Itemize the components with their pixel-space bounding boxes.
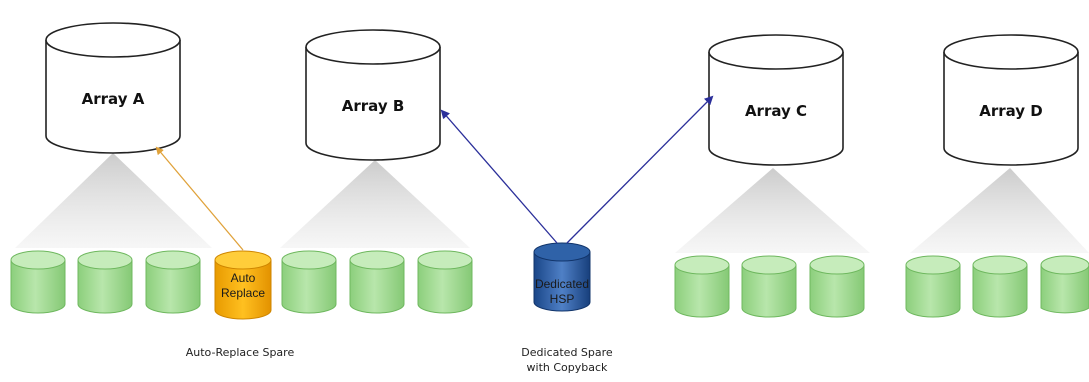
dedicated-hsp-label-line1: Dedicated [535, 277, 589, 291]
array-a-label: Array A [82, 90, 145, 108]
auto-replace-spare-disk: Auto Replace [214, 250, 272, 320]
dedicated-caption-line2: with Copyback [527, 361, 609, 374]
member-disk [674, 255, 730, 318]
member-disk [10, 250, 66, 314]
member-disk [741, 255, 797, 318]
member-disk [417, 250, 473, 314]
member-disk [972, 255, 1028, 318]
auto-replace-caption: Auto-Replace Spare [186, 346, 295, 359]
member-disk [905, 255, 961, 318]
fan-array-a [15, 153, 212, 248]
fan-array-b [280, 160, 470, 248]
member-disks [10, 250, 1089, 318]
array-a: Array A [45, 22, 181, 154]
member-disk [1040, 255, 1089, 314]
array-c: Array C [708, 34, 844, 166]
auto-replace-label-line2: Replace [221, 286, 265, 300]
dedicated-to-array-c-arrow [566, 95, 714, 244]
fan-array-d [910, 168, 1089, 253]
auto-replace-arrow [155, 146, 244, 251]
fans [15, 153, 1089, 253]
array-b: Array B [305, 29, 441, 161]
dedicated-hsp-disk: Dedicated HSP [533, 242, 591, 312]
array-c-label: Array C [745, 102, 807, 120]
dedicated-to-array-b-arrow [440, 109, 558, 244]
arrows [155, 95, 714, 251]
member-disk [77, 250, 133, 314]
member-disk [281, 250, 337, 314]
fan-array-c [675, 168, 870, 253]
member-disk [349, 250, 405, 314]
dedicated-hsp-label-line2: HSP [550, 292, 575, 306]
auto-replace-label-line1: Auto [231, 271, 256, 285]
array-d: Array D [943, 34, 1079, 166]
member-disk [145, 250, 201, 314]
member-disk [809, 255, 865, 318]
dedicated-caption-line1: Dedicated Spare [521, 346, 613, 359]
array-b-label: Array B [342, 97, 405, 115]
array-d-label: Array D [979, 102, 1043, 120]
